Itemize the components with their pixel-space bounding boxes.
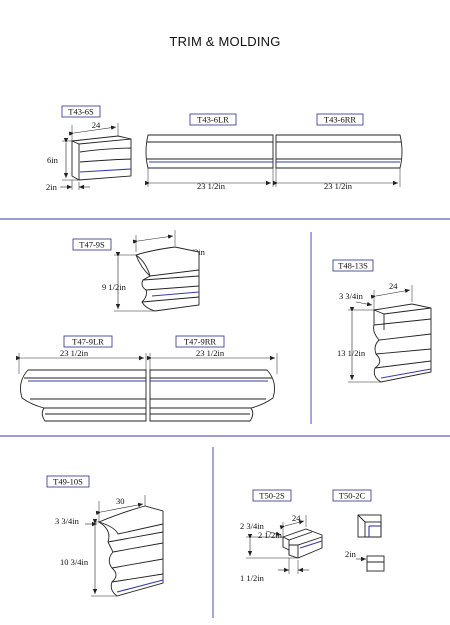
t50-2c-drawing: T50-2C 2in [332,489,385,572]
t48-13s-height-label: 13 1/2in [337,348,366,358]
t47-9lr-tag: T47-9LR [72,337,104,347]
t48-13s-width-label: 24 [389,281,398,291]
t50-2c-tag: T50-2C [339,491,366,501]
t47-9rr-tag: T47-9RR [184,337,216,347]
t50-2s-base-label: 1 1/2in [240,573,265,583]
t43-6rr-length-label: 23 1/2in [324,181,353,191]
t43-6rr-tag: T43-6RR [324,115,356,125]
t48-13s-depth-label: 3 3/4in [339,291,364,301]
t48-13s-drawing: T48-13S 24 3 3/4in 13 1/2in [332,259,432,383]
tag-box [332,259,374,272]
t47-9rr-drawing: T47-9RR 23 1/2in [147,335,278,422]
tag-box [175,335,225,348]
t50-2s-height-label: 2 1/2in [258,530,283,540]
t43-6lr-tag: T43-6LR [197,115,229,125]
t47-9s-height-label: 9 1/2in [102,282,127,292]
tag-box [316,113,364,126]
t50-2s-width-label: 24 [292,513,301,523]
t43-6s-tag: T43-6S [68,107,94,117]
t49-10s-tag: T49-10S [53,477,83,487]
t49-10s-drawing: T49-10S 30 3 3/4in 10 3/4in [46,475,164,597]
t43-6s-drawing: T43-6S 24 6in 2in [46,105,132,192]
tag-box [72,238,112,251]
t50-2c-size-label: 2in [345,549,357,559]
tag-box [46,475,90,488]
tag-box [332,489,372,502]
t50-2s-drawing: T50-2S 24 2 3/4in 2 1/2in 1 1/2in [240,489,323,583]
t43-6rr-drawing: T43-6RR 23 1/2in [273,113,403,191]
t50-2s-tag: T50-2S [259,491,285,501]
t48-13s-tag: T48-13S [338,261,368,271]
tag-box [61,105,101,118]
t49-10s-height-label: 10 3/4in [60,557,89,567]
t47-9lr-length-label: 23 1/2in [60,348,89,358]
t43-6s-height-label: 6in [47,155,59,165]
tag-box [252,489,292,502]
t49-10s-depth-label: 3 3/4in [55,516,80,526]
t47-9lr-drawing: T47-9LR 23 1/2in [16,335,147,422]
t47-9s-tag: T47-9S [79,240,105,250]
tag-box [189,113,237,126]
t47-9s-drawing: T47-9S 6 1/2in 9 1/2in [72,230,206,312]
t43-6s-depth-label: 2in [46,182,58,192]
t47-9rr-length-label: 23 1/2in [196,348,225,358]
tag-box [63,335,113,348]
t50-2s-depth-label: 2 3/4in [240,521,265,531]
t43-6lr-drawing: T43-6LR 23 1/2in [145,113,274,191]
t43-6s-width-label: 24 [92,120,101,130]
t49-10s-width-label: 30 [116,496,125,506]
t43-6lr-length-label: 23 1/2in [197,181,226,191]
page-title: TRIM & MOLDING [169,34,281,49]
